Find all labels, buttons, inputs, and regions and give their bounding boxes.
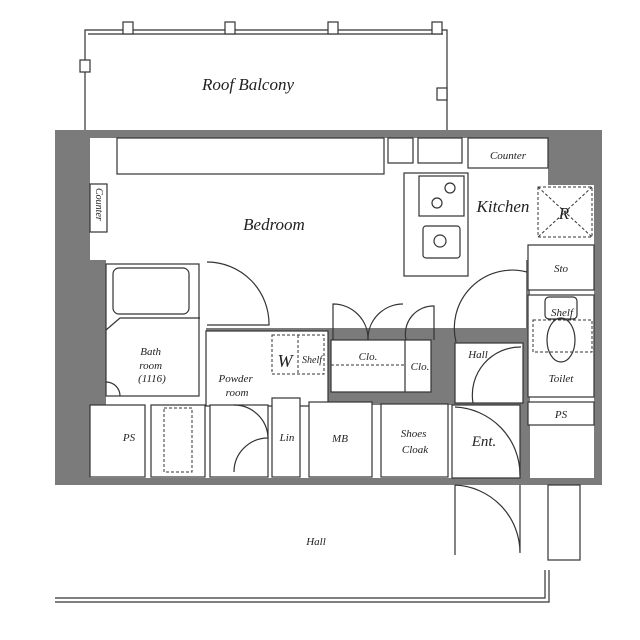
counter-top-label: Counter	[490, 150, 527, 162]
storage	[527, 244, 595, 291]
kitchen-unit	[403, 172, 469, 277]
refrigerator-label: R	[558, 204, 570, 223]
cabinet-small	[417, 137, 463, 164]
toilet-bowl-icon	[546, 317, 576, 363]
entrance-inner-swing	[454, 406, 521, 476]
toilet-label: Toilet	[549, 373, 575, 385]
toilet-shelf-label: Shelf	[551, 307, 575, 319]
counter-top	[467, 137, 549, 169]
counter-left	[89, 183, 108, 233]
meter-box	[308, 401, 373, 478]
linen-door-swing	[233, 404, 269, 473]
front-door-swing[interactable]	[454, 484, 521, 555]
bedroom-door-swing	[206, 261, 270, 326]
shoes-cloak-label: Shoes Cloak	[401, 428, 429, 456]
closet	[330, 303, 435, 393]
toilet-door-swing	[471, 346, 522, 404]
bathroom-label: Bath room (1116)	[138, 346, 166, 385]
vanity-dashed	[163, 407, 193, 473]
roof-balcony	[79, 21, 448, 130]
pipe-space-left	[89, 404, 146, 478]
entrance-label: Ent.	[471, 434, 497, 450]
pipe-space-right	[527, 401, 595, 426]
vanity	[150, 404, 206, 478]
bath-divider	[105, 317, 200, 331]
hall-inner-label: Hall	[467, 349, 488, 361]
outer-hall-line	[55, 570, 546, 599]
hall-inner	[454, 342, 524, 404]
bedroom-label: Bedroom	[243, 215, 305, 234]
powder-lower	[209, 404, 269, 478]
outer-hall-line2	[55, 570, 550, 603]
entrance	[451, 404, 521, 479]
refrigerator-space	[537, 186, 593, 238]
bathtub-icon	[112, 267, 190, 315]
washer-label: W	[278, 351, 295, 371]
kitchen-label: Kitchen	[476, 197, 530, 216]
shoes-cloak	[380, 403, 449, 478]
linen	[271, 397, 301, 478]
hall-outer-label: Hall	[305, 536, 326, 548]
hall-door-swing	[453, 269, 528, 343]
ps-left-label: PS	[122, 432, 136, 444]
pipe-space-small	[387, 137, 414, 164]
stove-icon	[418, 175, 465, 217]
tank-icon	[544, 296, 578, 320]
ps-right-label: PS	[554, 409, 568, 421]
washer-shelf-label: Shelf	[302, 355, 323, 366]
sink-icon	[422, 225, 461, 259]
meter-box-label: MB	[331, 433, 348, 445]
toilet-dashed-area	[532, 319, 593, 353]
linen-label: Lin	[279, 432, 295, 444]
powder-room-label: Powder room	[218, 373, 256, 399]
bath-door-swing	[105, 381, 121, 397]
counter-left-label: Counter	[93, 188, 104, 221]
closet1-label: Clo.	[359, 351, 378, 363]
powder-room	[205, 330, 329, 407]
bedroom-shelf	[116, 137, 385, 175]
roof-balcony-label: Roof Balcony	[201, 75, 295, 94]
column-outer	[547, 484, 581, 561]
closet2-label: Clo.	[411, 361, 430, 373]
storage-label: Sto	[554, 263, 569, 275]
